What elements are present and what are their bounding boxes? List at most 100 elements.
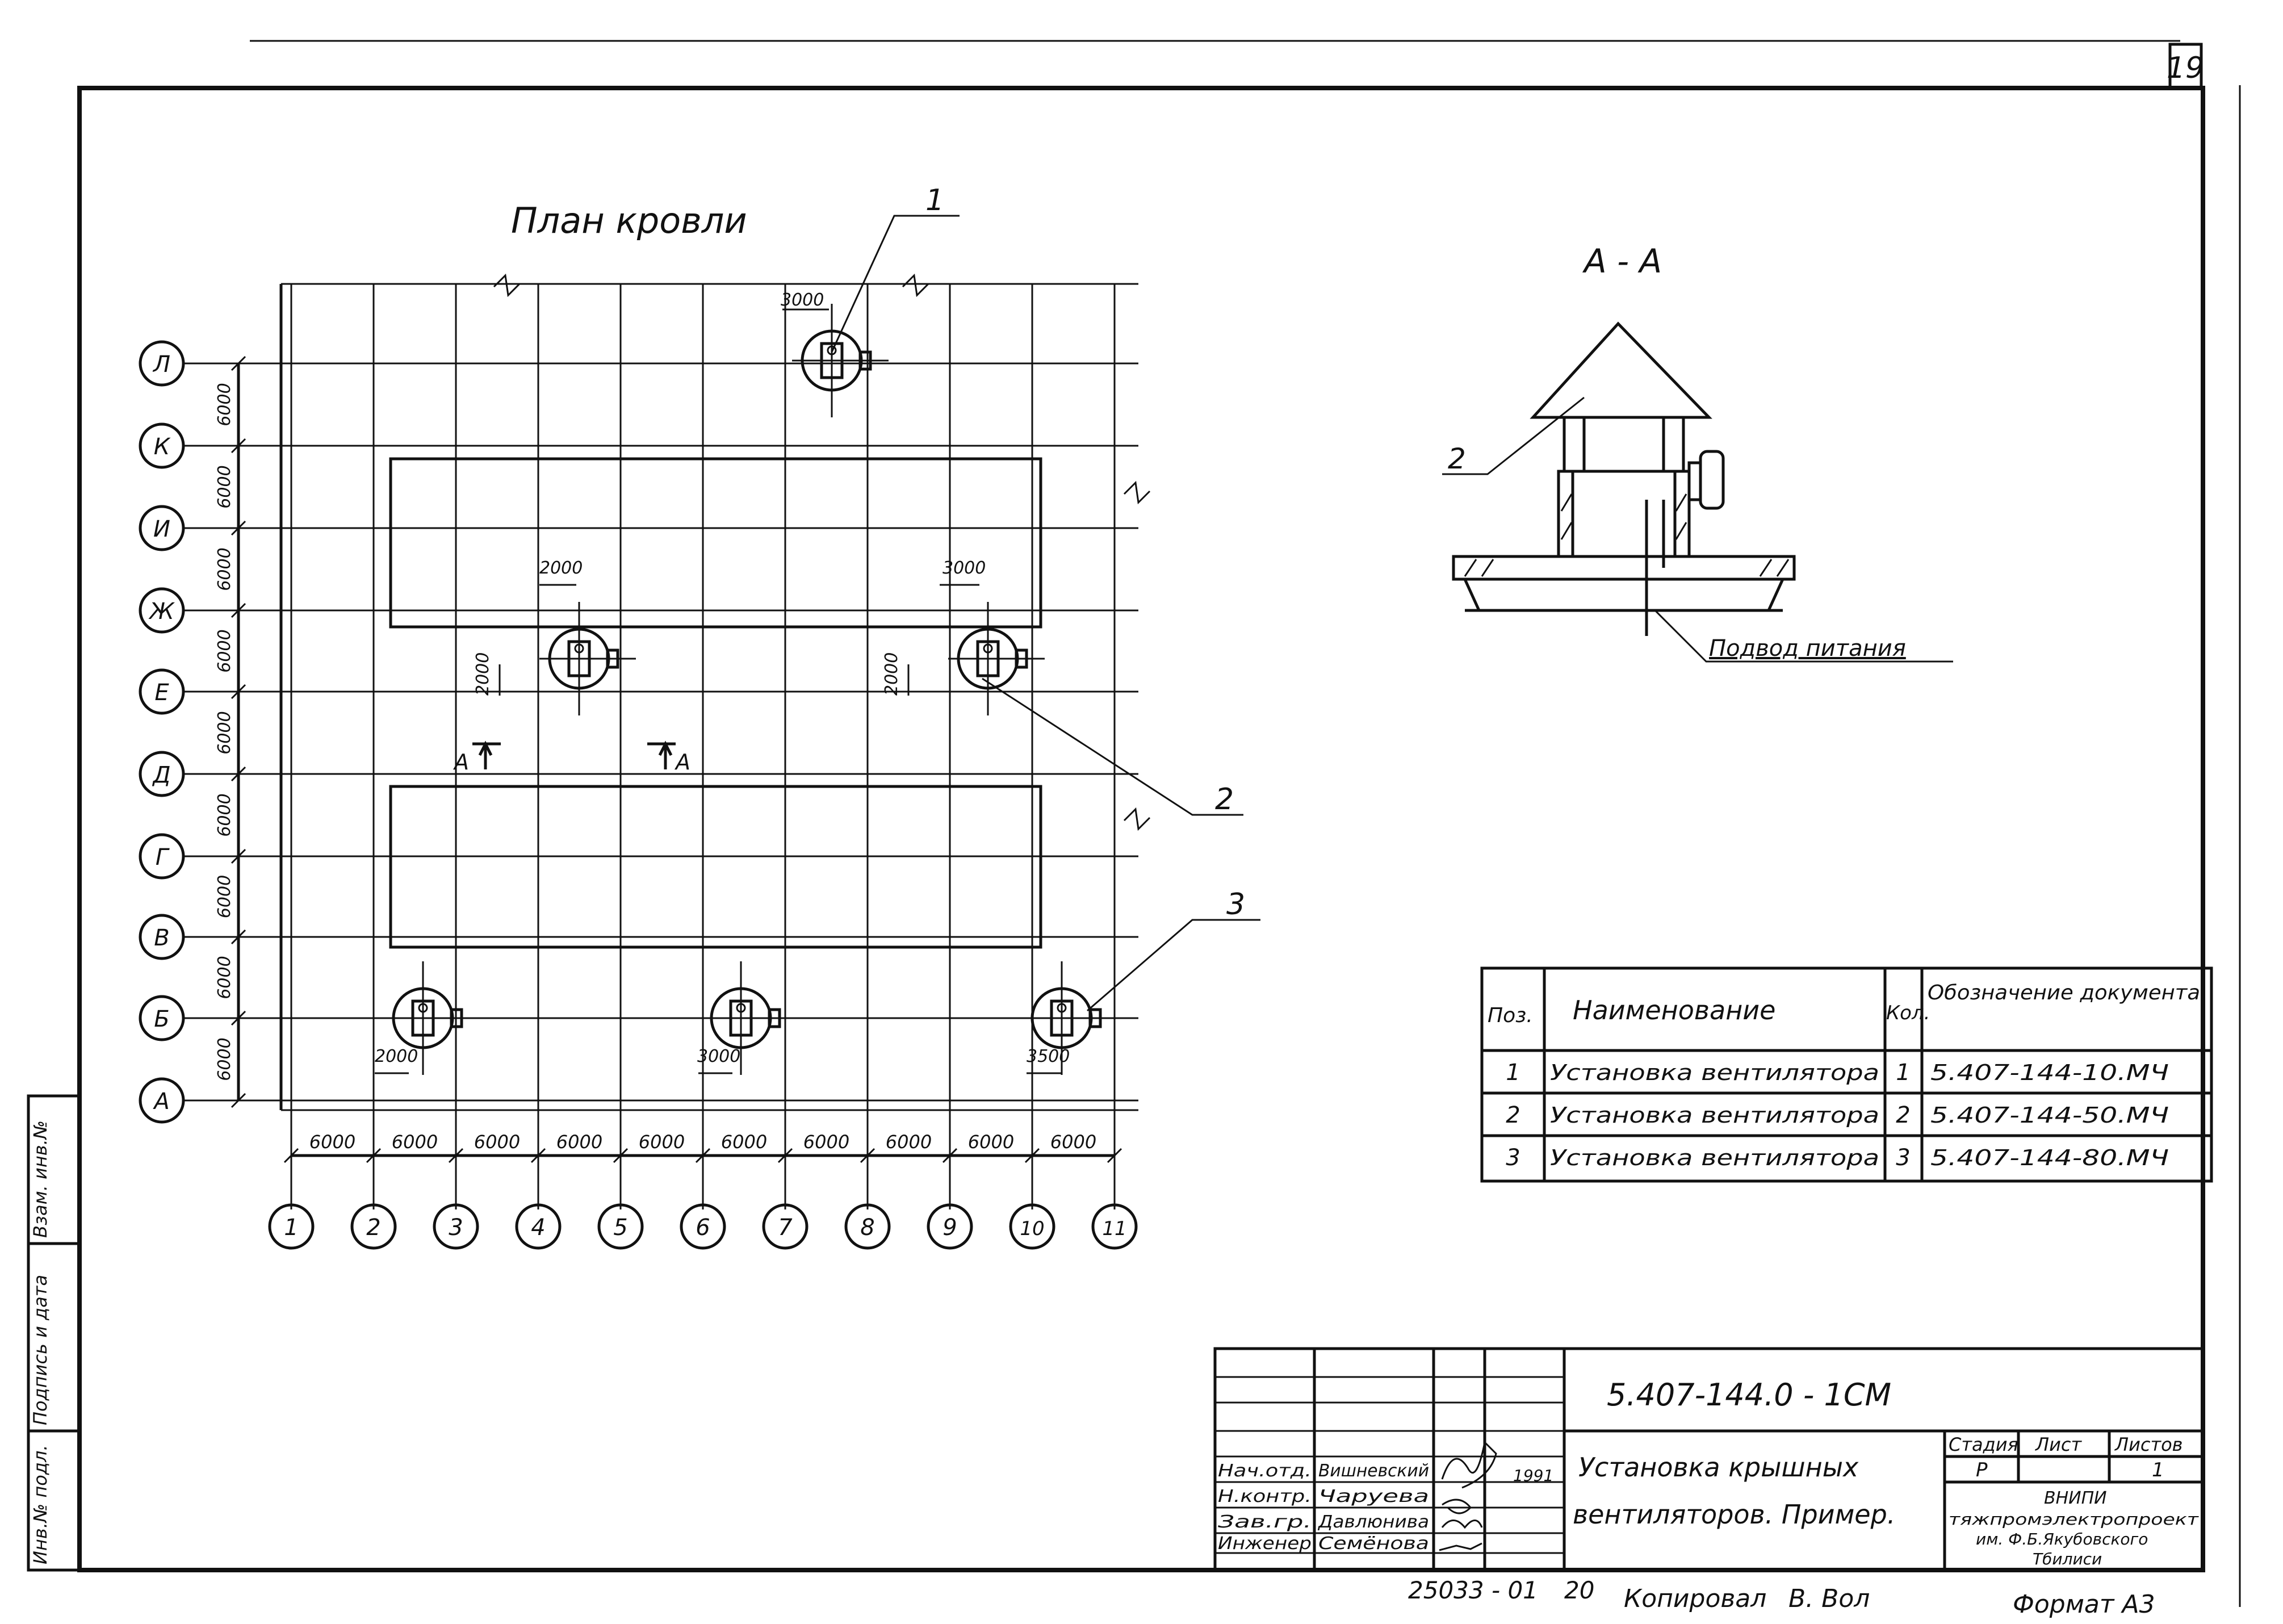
row-spacing-dim: 6000	[215, 547, 234, 591]
row-axis-bubble	[139, 668, 185, 715]
section-marker-left: А	[453, 750, 469, 775]
row-spacing-dim: 6000	[215, 465, 234, 508]
row-dimension-tick	[231, 602, 246, 618]
signatory-role: Нач.отд.	[1218, 1461, 1312, 1481]
row-axis-bubble	[139, 833, 185, 880]
column-dimension-tick	[1024, 1148, 1040, 1163]
column-dimension-tick	[860, 1148, 876, 1163]
column-dimension-tick	[695, 1148, 711, 1163]
row-axis-label: Б	[154, 1006, 169, 1032]
row-dimension-tick	[231, 1093, 246, 1108]
column-axis-label: 2	[366, 1215, 380, 1241]
row-axis-label: Ж	[148, 598, 175, 625]
row-dimension-tick	[231, 520, 246, 536]
signatory-role: Зав.гр.	[1218, 1512, 1312, 1532]
row-spacing-dim: 6000	[215, 383, 234, 426]
column-axis-bubble	[844, 1203, 891, 1250]
column-axis-bubble	[350, 1203, 397, 1250]
signatory-name: Чаруева	[1318, 1487, 1429, 1506]
section-view-fan	[1452, 321, 1796, 636]
sheets-value: 1	[2152, 1459, 2164, 1481]
column-dimension-tick	[942, 1148, 958, 1163]
column-axis-label: 1	[284, 1215, 298, 1241]
signatory-role: Н.контр.	[1218, 1487, 1312, 1506]
column-axis-label: 9	[942, 1215, 957, 1241]
column-dimension-tick	[1107, 1148, 1122, 1163]
sheets-header: Листов	[2114, 1434, 2183, 1455]
roof-opening-upper	[389, 457, 1042, 629]
column-spacing-dim: 6000	[392, 1131, 438, 1153]
row-axis-bubble	[139, 587, 185, 634]
row-axis-label: Л	[152, 351, 170, 378]
row-axis-label: Е	[154, 680, 169, 706]
signatory-name: Давлюнива	[1317, 1512, 1429, 1532]
row-spacing-dim: 6000	[215, 875, 234, 918]
callout-leaders	[831, 215, 1260, 1012]
row-axis-bubble	[139, 995, 185, 1041]
margin-label-signature: Подпись и дата	[30, 1275, 51, 1425]
stage-header: Стадия	[1949, 1434, 2018, 1455]
power-supply-leader	[1654, 609, 1953, 663]
row-dimension-tick	[231, 355, 246, 371]
row-axis-bubble	[139, 1077, 185, 1124]
row-axis-bubble	[139, 422, 185, 469]
roof-plan-grid	[185, 283, 1138, 1209]
section-markers	[472, 740, 676, 769]
section-marker-right: А	[674, 750, 690, 775]
column-dimension-tick	[283, 1148, 299, 1163]
column-axis-bubble	[762, 1203, 809, 1250]
spec-row-qty: 2	[1896, 1102, 1910, 1128]
organization-line-3: им. Ф.Б.Якубовского	[1976, 1530, 2148, 1548]
sheet-number: 19	[2167, 51, 2204, 85]
organization-line-1: ВНИПИ	[2044, 1488, 2107, 1508]
margin-label-replacement: Взам. инв.№	[30, 1120, 51, 1238]
row-dimension-tick	[231, 438, 246, 454]
column-axis-bubble	[1091, 1203, 1138, 1250]
row-axis-label: А	[152, 1089, 169, 1115]
column-axis-bubble	[597, 1203, 644, 1250]
column-axis-bubble	[433, 1203, 479, 1250]
dim-bottom-middle: 3000	[697, 1047, 740, 1066]
spec-row-pos: 3	[1506, 1145, 1520, 1171]
column-axis-label: 6	[696, 1215, 710, 1241]
margin-label-original: Инв.№ подл.	[30, 1445, 51, 1564]
column-spacing-dim: 6000	[639, 1131, 685, 1153]
spec-header-pos: Поз.	[1488, 1004, 1533, 1027]
row-axis-bubble	[139, 505, 185, 551]
column-spacing-dim: 6000	[474, 1131, 520, 1153]
dim-mid-right-h: 3000	[942, 558, 986, 578]
roof-plan-title: План кровли	[511, 200, 747, 241]
spec-table	[1480, 966, 2213, 1183]
spec-row-name: Установка вентилятора	[1550, 1103, 1879, 1128]
document-designation: 5.407-144.0 - 1СМ	[1607, 1377, 1891, 1413]
dim-bottom-right: 3500	[1027, 1047, 1070, 1066]
column-dimension-tick	[530, 1148, 546, 1163]
spec-row-doc: 5.407-144-80.МЧ	[1930, 1145, 2169, 1170]
signatory-name: Семёнова	[1318, 1534, 1429, 1554]
row-dimension-tick	[231, 684, 246, 700]
spec-header-doc: Обозначение документа	[1928, 981, 2200, 1004]
section-title: А - А	[1582, 242, 1662, 281]
handwritten-signatures	[1439, 1440, 1497, 1551]
column-spacing-dim: 6000	[968, 1131, 1014, 1153]
row-spacing-dim: 6000	[215, 711, 234, 754]
title-description-2: вентиляторов. Пример.	[1573, 1499, 1895, 1530]
registry-suffix: 20	[1564, 1576, 1594, 1604]
row-axis-label: И	[153, 516, 170, 542]
column-axis-label: 5	[613, 1215, 627, 1241]
row-axis-label: К	[154, 434, 171, 460]
section-hatching	[1464, 493, 1790, 577]
organization-line-2: тяжпромэлектропроект	[1949, 1510, 2199, 1529]
row-spacing-dim: 6000	[215, 629, 234, 672]
offset-dimension-lines	[375, 308, 1062, 1074]
organization-line-4: Тбилиси	[2033, 1550, 2102, 1568]
column-axis-label: 3	[449, 1215, 463, 1241]
column-axis-label: 7	[778, 1215, 793, 1241]
row-axis-bubble	[139, 914, 185, 960]
row-spacing-dim: 6000	[215, 793, 234, 836]
column-dimension-tick	[366, 1148, 382, 1163]
row-spacing-dim: 6000	[215, 956, 234, 999]
section-leader-2	[1442, 396, 1585, 475]
